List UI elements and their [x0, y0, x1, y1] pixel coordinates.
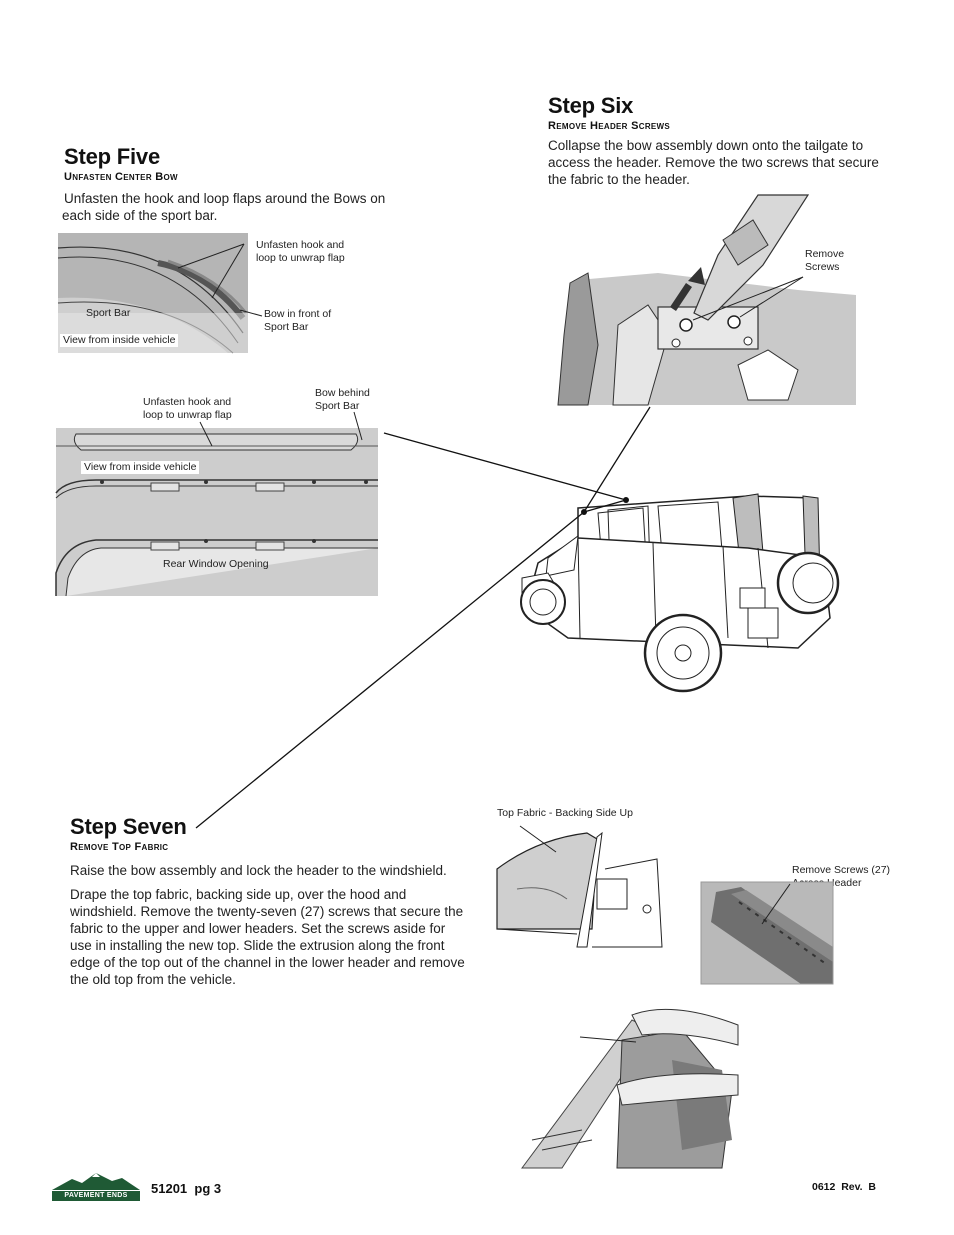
- remove-screws-callout: Remove Screws: [805, 248, 845, 273]
- step-five-subtitle: Unfasten Center Bow: [64, 171, 178, 183]
- step-seven-subtitle: Remove Top Fabric: [70, 841, 169, 853]
- jeep-drawing: [520, 493, 840, 693]
- page-number: 51201 pg 3: [151, 1181, 222, 1196]
- step-six-text: Collapse the bow assembly down onto the …: [548, 138, 879, 187]
- step-five-section: Step Five Unfasten Center Bow: [64, 144, 414, 183]
- top-fabric-label: Top Fabric - Backing Side Up: [497, 807, 633, 819]
- fig1-flap-callout: Unfasten hook and loop to unwrap flap: [256, 239, 345, 264]
- step-six-figure: Remove Screws: [557, 194, 858, 406]
- step-seven-section: Step Seven Remove Top Fabric Raise the b…: [70, 814, 470, 988]
- fig1-sport-bar-label: Sport Bar: [86, 307, 131, 319]
- fig2-rear-window-label: Rear Window Opening: [163, 558, 269, 570]
- header-screws-figure: [700, 881, 834, 985]
- fig2-bow-callout: Bow behind Sport Bar: [315, 387, 370, 412]
- step-five-figure-1: [57, 233, 248, 354]
- step-seven-para-1: Raise the bow assembly and lock the head…: [70, 863, 447, 878]
- step-five-title: Step Five: [64, 144, 161, 169]
- fig1-view-label: View from inside vehicle: [60, 334, 179, 347]
- top-fabric-figure: [496, 829, 667, 948]
- center-bow-illustration: [57, 233, 248, 354]
- rear-bow-illustration: [55, 428, 378, 597]
- step-six-section: Step Six Remove Header Screws Collapse t…: [548, 93, 908, 188]
- fig2-view-label: View from inside vehicle: [81, 461, 200, 474]
- pavement-ends-logo: PAVEMENT ENDS: [52, 1171, 140, 1201]
- step-six-subtitle: Remove Header Screws: [548, 120, 671, 132]
- step-six-title: Step Six: [548, 93, 634, 118]
- jeep-illustration: [518, 488, 846, 700]
- revision-label: 0612 Rev. B: [812, 1181, 877, 1193]
- logo-text: PAVEMENT ENDS: [64, 1192, 128, 1199]
- fig2-flap-callout: Unfasten hook and loop to unwrap flap: [143, 396, 232, 421]
- step-seven-title: Step Seven: [70, 814, 187, 839]
- header-screws-photo: [700, 881, 834, 985]
- step-five-figure-2: [55, 428, 378, 597]
- top-fabric-illustration: [496, 831, 663, 948]
- step-seven-para-2: Drape the top fabric, backing side up, o…: [70, 887, 465, 987]
- extrusion-removal-photo: [521, 1000, 739, 1169]
- extrusion-removal-figure: [521, 1000, 739, 1169]
- fig1-bow-callout: Bow in front of Sport Bar: [264, 308, 332, 333]
- header-screws-illustration: [557, 194, 858, 406]
- mountain-logo-icon: [52, 1173, 140, 1201]
- step-five-text: Unfasten the hook and loop flaps around …: [62, 191, 386, 223]
